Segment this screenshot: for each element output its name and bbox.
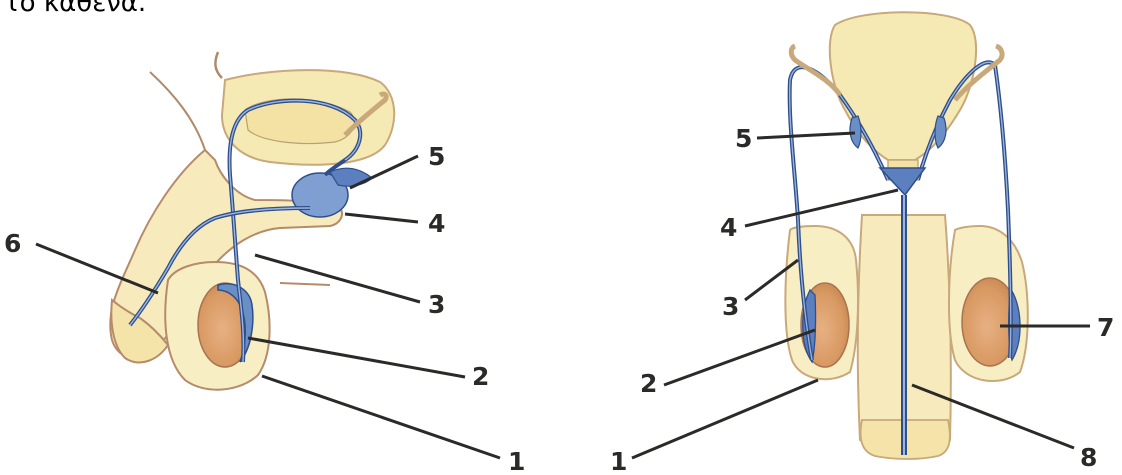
front-label-3: 3: [722, 292, 739, 321]
front-label-7: 7: [1097, 313, 1114, 342]
side-leader-1: [262, 376, 500, 458]
front-label-5: 5: [735, 124, 752, 153]
side-label-2: 2: [472, 362, 489, 391]
side-label-6: 6: [4, 229, 21, 258]
front-view: 5 4 3 7 2 1 8: [610, 12, 1114, 475]
front-leader-5: [757, 133, 855, 138]
side-leader-3: [255, 255, 420, 302]
side-label-3: 3: [428, 290, 445, 319]
front-label-4: 4: [720, 213, 737, 242]
side-leader-2: [248, 338, 465, 377]
side-label-4: 4: [428, 209, 445, 238]
front-label-2: 2: [640, 369, 657, 398]
side-abdominal-wall-2: [215, 52, 222, 78]
front-seminal-vesicle-right: [935, 116, 946, 148]
front-ejaculatory-junction: [880, 168, 925, 195]
front-label-1: 1: [610, 447, 627, 475]
side-label-5: 5: [428, 142, 445, 171]
side-label-1: 1: [508, 447, 525, 475]
side-scrotal-line: [280, 283, 330, 285]
side-view: 5 4 6 3 2 1: [4, 52, 525, 475]
front-leader-1: [632, 380, 818, 458]
front-label-8: 8: [1080, 443, 1097, 472]
side-leader-4: [345, 214, 418, 222]
